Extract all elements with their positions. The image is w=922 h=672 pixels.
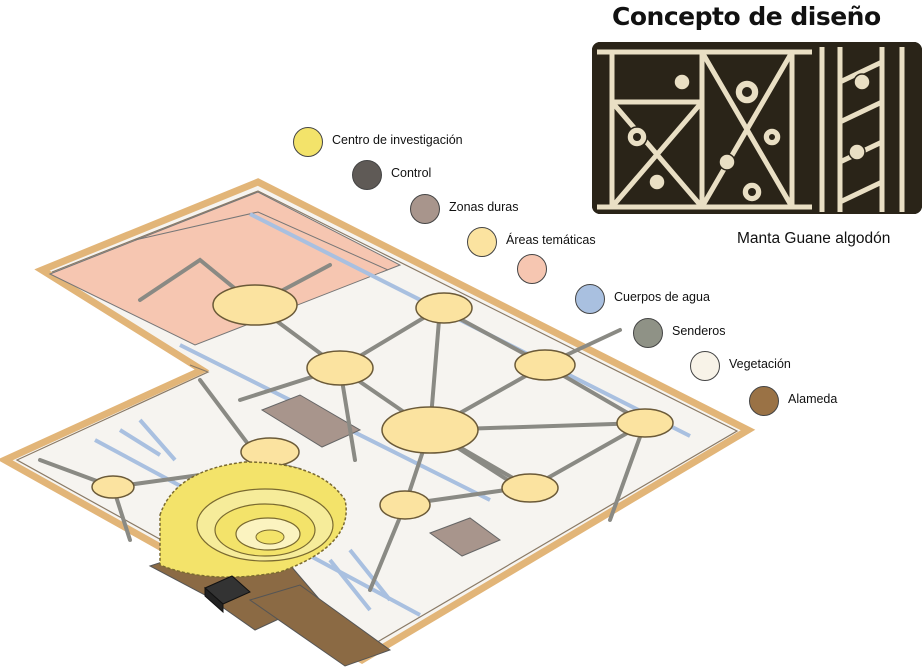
pink-zone-divider xyxy=(134,211,389,271)
thematic-area-node xyxy=(415,292,473,324)
thematic-area-node xyxy=(616,408,674,438)
legend-swatch xyxy=(352,160,382,190)
legend-label: Centro de investigación xyxy=(332,133,463,147)
research-center-building xyxy=(159,461,347,578)
legend-label: Senderos xyxy=(672,324,726,338)
legend-swatch xyxy=(690,351,720,381)
legend-swatch xyxy=(410,194,440,224)
legend-swatch xyxy=(749,386,779,416)
hard-zone-b xyxy=(428,517,502,557)
thematic-area-node xyxy=(514,349,576,381)
legend-label: Control xyxy=(391,166,432,180)
concept-caption: Manta Guane algodón xyxy=(737,230,891,247)
thematic-area-node xyxy=(379,490,431,520)
legend-swatch xyxy=(633,318,663,348)
legend-label: Cuerpos de agua xyxy=(614,290,710,304)
thematic-area-node xyxy=(381,406,479,454)
legend-label: Zonas duras xyxy=(449,200,519,214)
legend-swatch xyxy=(467,227,497,257)
legend-swatch xyxy=(293,127,323,157)
legend-swatch xyxy=(517,254,547,284)
thematic-areas xyxy=(91,284,674,520)
thematic-area-node xyxy=(306,350,374,386)
pink-zone xyxy=(48,191,402,346)
concept-textile-image xyxy=(592,42,922,214)
hard-zone-a xyxy=(260,394,362,448)
concept-title: Concepto de diseño xyxy=(612,2,881,31)
legend-label: Vegetación xyxy=(729,357,791,371)
thematic-area-node xyxy=(91,475,135,499)
legend-label: Alameda xyxy=(788,392,838,406)
legend-label: Áreas temáticas xyxy=(506,233,596,247)
thematic-area-node xyxy=(501,473,559,503)
thematic-area-node xyxy=(212,284,298,326)
control-building-side xyxy=(204,586,224,614)
alameda-strip xyxy=(248,584,392,667)
legend-swatch xyxy=(575,284,605,314)
